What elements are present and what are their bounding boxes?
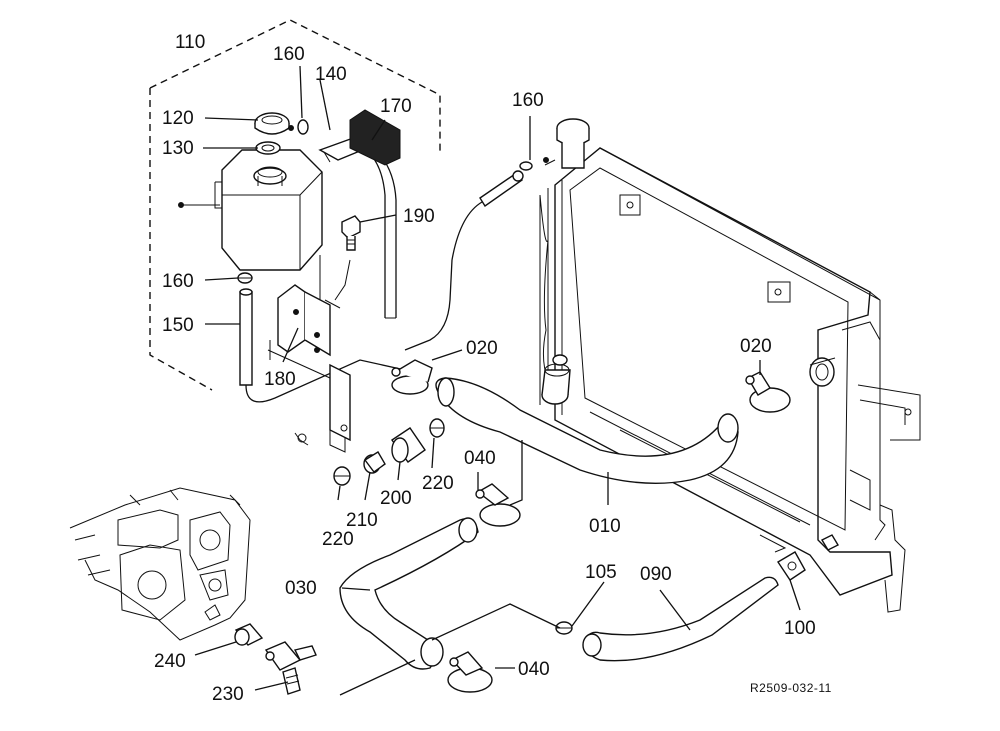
label-180: 180 — [264, 369, 296, 390]
label-160-top: 160 — [273, 44, 305, 65]
overflow-pipe — [404, 157, 549, 351]
label-100: 100 — [784, 618, 816, 639]
hose-090 — [582, 576, 779, 662]
clamp-220-lower — [333, 466, 351, 486]
label-240: 240 — [154, 651, 186, 672]
tank-hose-150 — [239, 288, 406, 403]
tank-group-boundary — [149, 19, 441, 391]
pipe-210 — [363, 451, 386, 474]
radiator-drain-fitting — [777, 534, 839, 581]
clamp-105 — [555, 621, 573, 635]
label-200: 200 — [380, 488, 412, 509]
clamp-220-upper — [429, 418, 445, 438]
label-140: 140 — [315, 64, 347, 85]
fitting-240 — [204, 604, 264, 646]
radiator-upper-outlet — [541, 354, 571, 405]
engine-block — [69, 487, 251, 641]
lower-hose — [339, 517, 479, 670]
label-040-lower: 040 — [518, 659, 550, 680]
tank-bracket — [267, 255, 351, 453]
label-030: 030 — [285, 578, 317, 599]
part-labels: 110 160 140 120 170 130 190 160 150 180 … — [154, 32, 832, 705]
hose-clamp-020-left — [391, 359, 433, 395]
radiator — [539, 147, 921, 613]
label-170: 170 — [380, 96, 412, 117]
label-020-right: 020 — [740, 336, 772, 357]
label-190: 190 — [403, 206, 435, 227]
label-210: 210 — [346, 510, 378, 531]
clamp-160-lower — [237, 272, 253, 284]
label-220-upper: 220 — [422, 473, 454, 494]
drain-cock-230 — [264, 641, 317, 695]
label-plate — [349, 109, 401, 166]
radiator-cap — [544, 118, 590, 169]
label-105: 105 — [585, 562, 617, 583]
radiator-right-outlet — [809, 357, 836, 387]
label-150: 150 — [162, 315, 194, 336]
label-120: 120 — [162, 108, 194, 129]
label-220-lower: 220 — [322, 529, 354, 550]
label-230: 230 — [212, 684, 244, 705]
label-090: 090 — [640, 564, 672, 585]
tank-cap — [254, 112, 290, 135]
hose-clamp-040-upper — [475, 483, 521, 527]
label-040-upper: 040 — [464, 448, 496, 469]
label-130: 130 — [162, 138, 194, 159]
hose-clamp-020-right — [745, 371, 791, 413]
hose-joint-200 — [391, 427, 426, 463]
packing-ring — [255, 141, 281, 155]
label-010: 010 — [589, 516, 621, 537]
label-160-radiator: 160 — [512, 90, 544, 111]
leader-lines — [194, 65, 801, 696]
label-020-left: 020 — [466, 338, 498, 359]
mount-bracket — [294, 363, 351, 446]
upper-hose — [435, 377, 739, 485]
reserve-tank — [178, 149, 323, 271]
drawing-reference: R2509-032-11 — [750, 681, 832, 695]
label-110: 110 — [175, 32, 205, 53]
clamp-160-top — [288, 119, 309, 135]
bolt-190 — [341, 215, 361, 251]
label-160-lower: 160 — [162, 271, 194, 292]
hose-clamp-040-lower — [447, 651, 493, 693]
